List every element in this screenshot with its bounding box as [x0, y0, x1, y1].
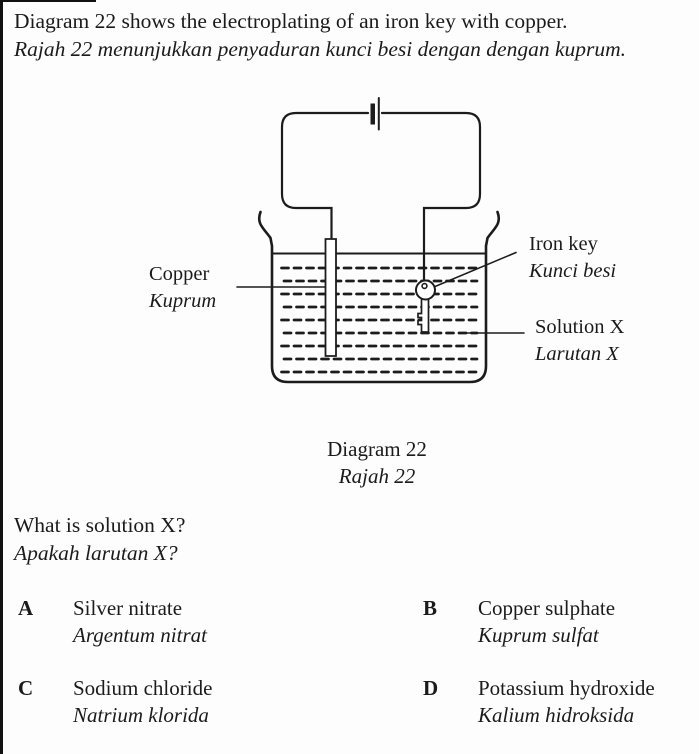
option-b: B Copper sulphate Kuprum sulfat [423, 595, 615, 649]
copper-label: Copper Kuprum [149, 261, 216, 314]
solution-label: Solution X Larutan X [535, 314, 624, 367]
circuit-wire-right [382, 113, 480, 282]
option-b-text-ms: Kuprum sulfat [478, 623, 599, 647]
question-block: What is solution X? Apakah larutan X? [14, 511, 185, 567]
option-a-text-ms: Argentum nitrat [73, 623, 207, 647]
page-border-left [0, 0, 3, 754]
option-a-text-en: Silver nitrate [73, 596, 183, 620]
electroplating-diagram [0, 0, 699, 500]
option-c: C Sodium chloride Natrium klorida [18, 675, 212, 729]
iron-key-label-en: Iron key [529, 233, 598, 255]
figure-caption: Diagram 22 Rajah 22 [250, 436, 504, 490]
solution-dashes [282, 268, 478, 372]
option-b-letter: B [423, 596, 438, 620]
copper-label-en: Copper [149, 263, 210, 285]
beaker-outline [259, 212, 499, 382]
iron-key-leader-line [432, 253, 517, 289]
header-line-en: Diagram 22 shows the electroplating of a… [14, 9, 568, 33]
figure-caption-ms: Rajah 22 [338, 464, 416, 488]
figure-caption-en: Diagram 22 [327, 437, 427, 461]
option-b-text-en: Copper sulphate [478, 596, 616, 620]
question-ms: Apakah larutan X? [14, 541, 178, 565]
iron-key-shape [416, 281, 435, 333]
battery-symbol [370, 98, 379, 130]
circuit-wire-left [282, 113, 368, 240]
iron-key-label: Iron key Kunci besi [529, 231, 616, 284]
iron-key-label-ms: Kunci besi [529, 259, 617, 282]
option-c-letter: C [18, 676, 34, 700]
key-hole [422, 284, 427, 289]
option-a-letter: A [18, 596, 34, 620]
option-a: A Silver nitrate Argentum nitrat [18, 595, 207, 649]
option-d-text-en: Potassium hydroxide [478, 676, 655, 700]
copper-electrode [326, 239, 337, 356]
copper-label-ms: Kuprum [149, 289, 217, 312]
header-line-ms: Rajah 22 menunjukkan penyaduran kunci be… [14, 37, 627, 61]
option-c-text-en: Sodium chloride [73, 676, 213, 700]
option-d: D Potassium hydroxide Kalium hidroksida [423, 675, 655, 729]
question-en: What is solution X? [14, 513, 186, 537]
solution-label-en: Solution X [535, 316, 625, 338]
key-head [416, 281, 435, 300]
option-d-text-ms: Kalium hidroksida [478, 703, 635, 727]
option-c-text-ms: Natrium klorida [73, 703, 209, 727]
key-shaft [418, 296, 429, 332]
page-border-top [0, 0, 96, 2]
option-d-letter: D [423, 676, 439, 700]
solution-label-ms: Larutan X [535, 342, 619, 365]
